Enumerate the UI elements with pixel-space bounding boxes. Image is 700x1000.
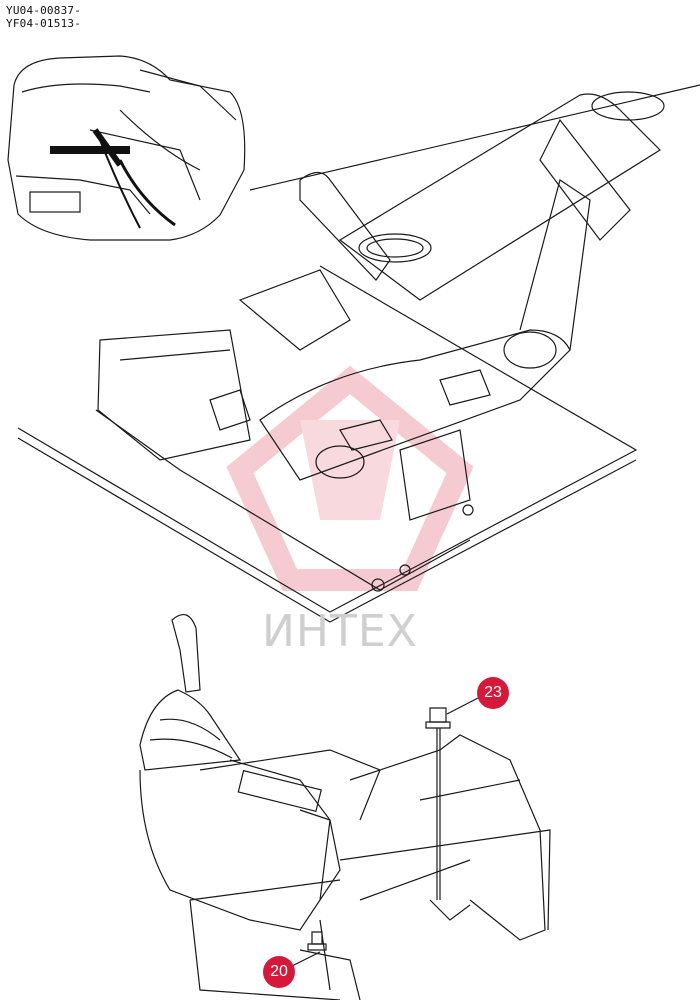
watermark-emblem bbox=[226, 365, 474, 591]
callout-part-23[interactable]: 23 bbox=[477, 677, 509, 709]
serial-code-1: YU04-00837- bbox=[6, 4, 82, 17]
watermark-text: ИНТЕХ bbox=[262, 606, 418, 657]
control-console-assembly bbox=[139, 613, 551, 1000]
callout-part-20[interactable]: 20 bbox=[263, 956, 295, 988]
upper-frame-assembly bbox=[17, 84, 700, 623]
serial-code-2: YF04-01513- bbox=[6, 17, 82, 30]
overview-cab-sketch bbox=[7, 55, 246, 241]
